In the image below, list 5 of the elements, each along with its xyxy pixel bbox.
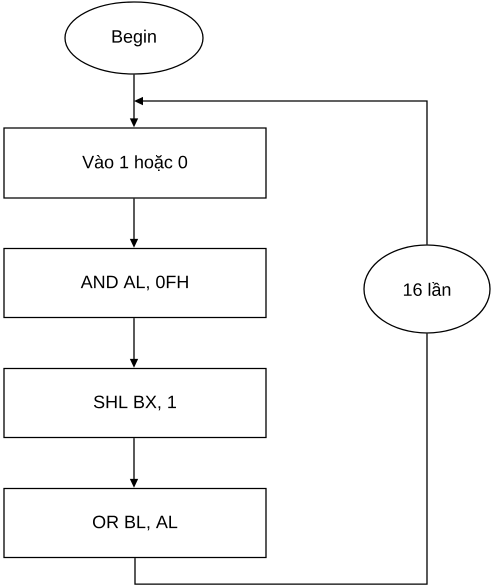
process-box: OR BL, AL xyxy=(3,488,267,558)
connector-line xyxy=(134,334,428,585)
process-box: Vào 1 hoặc 0 xyxy=(3,127,267,199)
process-box: AND AL, 0FH xyxy=(3,248,267,318)
process-box: SHL BX, 1 xyxy=(3,368,267,438)
